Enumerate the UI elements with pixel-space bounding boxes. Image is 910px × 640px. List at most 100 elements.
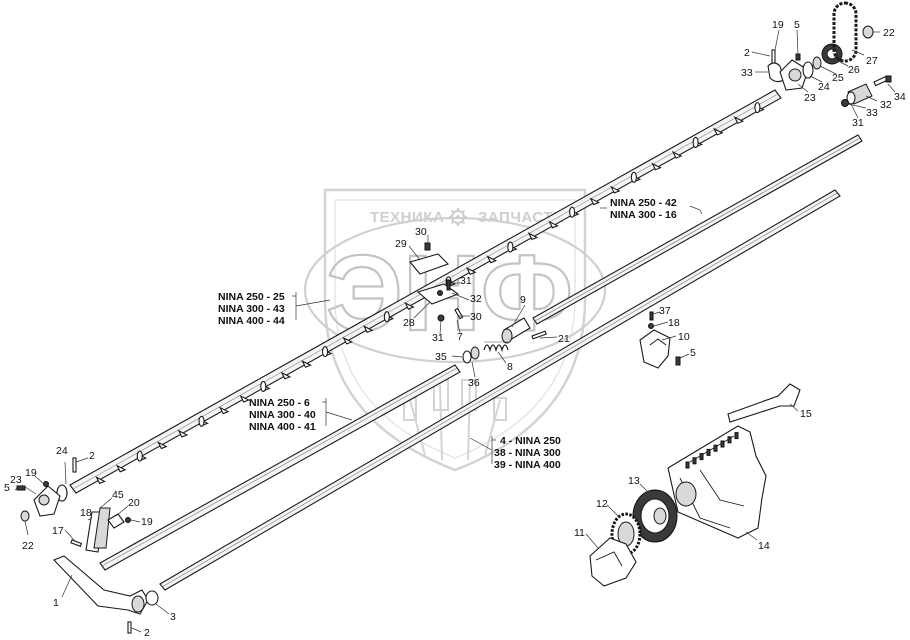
callout-33-top: 33 (741, 67, 753, 79)
gearbox-tooth (720, 440, 725, 448)
rod-mid-label-3: NINA 400 - 41 (249, 421, 316, 433)
callout-30-a: 30 (415, 226, 427, 238)
washer-24-top (802, 61, 814, 79)
rod-middle (99, 364, 461, 571)
rod-low-label-3: 39 - NINA 400 (494, 459, 561, 471)
callout-13: 13 (628, 475, 640, 487)
sprocket-26 (821, 43, 843, 65)
gearbox-tooth (685, 461, 690, 469)
pin-2-bottom (127, 621, 132, 634)
gearbox-tooth (699, 453, 704, 461)
callout-28: 28 (403, 317, 415, 329)
auger-paddle (115, 464, 127, 473)
gear-13 (632, 489, 678, 543)
bushing-32 (846, 83, 873, 105)
callout-24-left: 24 (56, 445, 68, 457)
bolt-5-right (675, 356, 681, 366)
callout-3: 3 (170, 611, 176, 623)
bolt-34 (873, 75, 892, 87)
auger-paddle (177, 429, 189, 438)
auger-paddle (465, 267, 477, 275)
auger-paddle (651, 162, 662, 171)
bolt-30-top (424, 242, 431, 251)
callout-29: 29 (395, 238, 407, 250)
collar-9 (501, 317, 531, 344)
auger-paddle (589, 197, 601, 206)
callout-8: 8 (507, 361, 513, 373)
auger-paddle (527, 232, 539, 241)
right-mid-parts (639, 311, 801, 423)
gearbox-tooth (734, 432, 739, 440)
washer-25-top (812, 56, 822, 70)
gearbox-tooth (692, 457, 697, 465)
gearbox-tooth (706, 448, 711, 456)
lower-left-parts (16, 457, 159, 634)
callout-31-a: 31 (460, 275, 472, 287)
auger-ring (136, 450, 143, 462)
auger-paddle (280, 371, 292, 380)
callout-1: 1 (53, 597, 59, 609)
callout-35: 35 (435, 351, 447, 363)
auger-label-3: NINA 400 - 44 (218, 315, 285, 327)
callout-21: 21 (558, 333, 570, 345)
pin-2-left (72, 457, 77, 473)
callout-32-mid: 32 (470, 293, 482, 305)
callout-10: 10 (678, 331, 690, 343)
pin-21 (531, 330, 547, 340)
nut-22-top (862, 25, 874, 39)
callout-19-lower: 19 (141, 516, 153, 528)
auger-ring (260, 380, 267, 392)
auger-paddle (404, 301, 415, 310)
bolt-5-left (16, 485, 26, 491)
callout-5-left: 5 (4, 482, 10, 494)
callout-31-b: 31 (432, 332, 444, 344)
gearbox-teeth (685, 432, 739, 469)
top-right-drive (767, 1, 892, 107)
callout-2-left: 2 (89, 450, 95, 462)
nut-18-right (648, 323, 654, 329)
callout-19-left: 19 (25, 467, 37, 479)
callout-23-top: 23 (804, 92, 816, 104)
callout-9: 9 (520, 294, 526, 306)
callout-23-left: 23 (10, 474, 22, 486)
clamp-10 (639, 329, 671, 369)
shaft-top-label-1: NINA 250 - 42 (610, 197, 677, 209)
bracket-11 (589, 537, 637, 587)
hex-shaft-top (532, 134, 863, 325)
bushing-3 (145, 590, 159, 606)
watermark-ellipse (303, 216, 607, 364)
auger-paddle (157, 441, 168, 450)
callout-5-right: 5 (690, 347, 696, 359)
nut-19-left (43, 481, 49, 487)
callout-30-b: 30 (470, 311, 482, 323)
model-group-labels: NINA 250 - 42 NINA 300 - 16 NINA 250 - 2… (218, 197, 677, 471)
auger-paddle (342, 336, 353, 345)
auger-paddle (548, 220, 559, 229)
auger-paddle (301, 359, 312, 368)
leader-lines (14, 29, 896, 633)
auger-paddle (486, 255, 498, 264)
rod-low-label-1: 4 - NINA 250 (500, 435, 561, 447)
sprocket-12 (610, 512, 642, 556)
nut-19-lower (125, 517, 131, 523)
gearbox-tooth (727, 436, 732, 444)
callout-24-top: 24 (818, 81, 830, 93)
callout-17: 17 (52, 525, 64, 537)
auger-ring (198, 415, 205, 427)
callout-5-top: 5 (794, 19, 800, 31)
auger-label-1: NINA 250 - 25 (218, 291, 285, 303)
watermark: ТЕХНИКА ЗАПЧАСТИ ЭНФ (303, 188, 607, 472)
auger-ring (692, 136, 699, 149)
callout-15: 15 (800, 408, 812, 420)
center-bracket-group (409, 242, 547, 364)
callout-19-top: 19 (772, 19, 784, 31)
auger-paddle (671, 150, 683, 159)
callout-18-right: 18 (668, 317, 680, 329)
rod-mid-label-1: NINA 250 - 6 (249, 397, 310, 409)
auger-paddle (713, 127, 724, 136)
callout-34: 34 (894, 91, 906, 103)
auger-ring (383, 311, 390, 323)
chain-27 (832, 1, 858, 63)
auger-paddle (733, 116, 745, 124)
watermark-left-word: ТЕХНИКА (370, 209, 444, 226)
